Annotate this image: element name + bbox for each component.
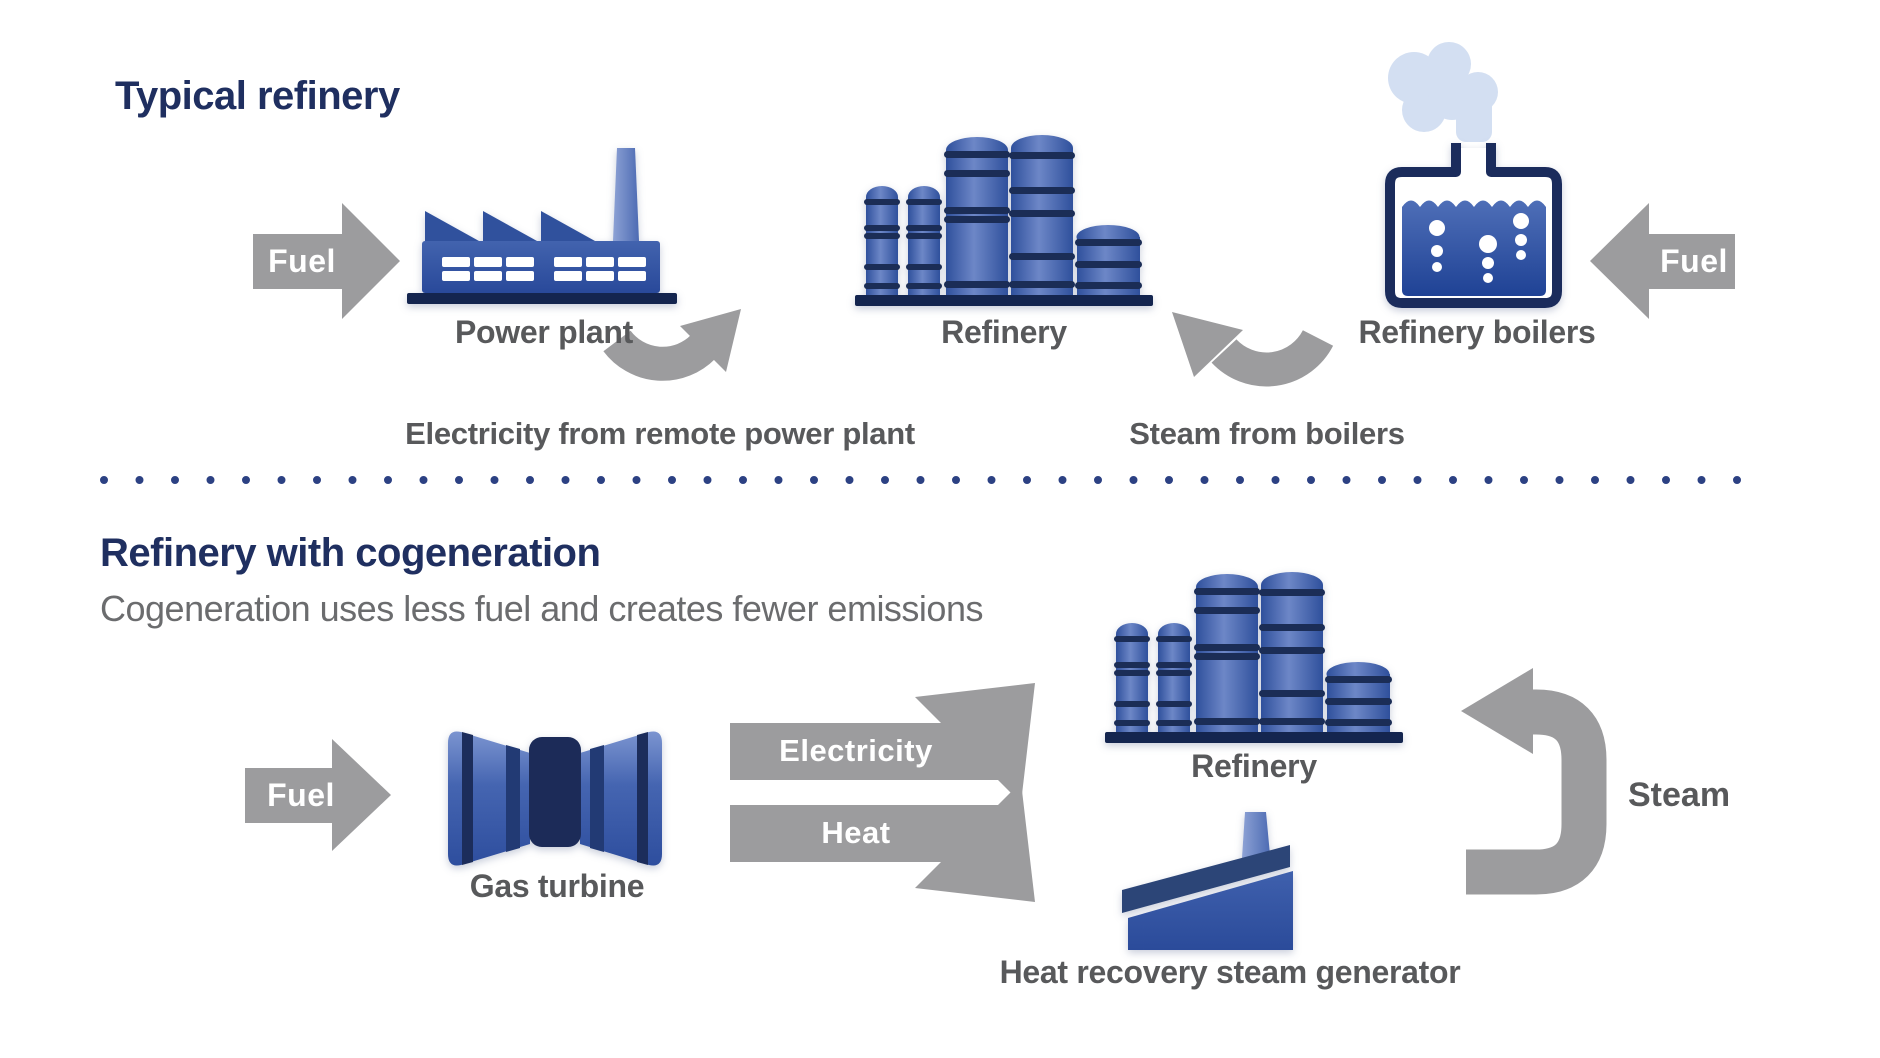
refinery-icon-top [855, 135, 1153, 306]
top-section-title: Typical refinery [115, 74, 400, 118]
refinery-label-bottom: Refinery [1191, 748, 1317, 784]
refinery-label-top: Refinery [941, 314, 1067, 350]
fuel-arrow-top-right [1590, 203, 1735, 319]
electricity-arrow [730, 683, 1035, 803]
power-plant-label: Power plant [454, 314, 634, 350]
steam-return-arrow [1461, 668, 1607, 895]
hrsg-icon [1122, 812, 1293, 950]
refinery-boilers-icon [1385, 143, 1562, 308]
heat-arrow [730, 782, 1035, 902]
power-plant-icon [407, 148, 677, 304]
fuel-label-bottom: Fuel [267, 777, 335, 813]
boiler-bubbles [1429, 213, 1529, 283]
steam-label: Steam [1628, 776, 1731, 814]
refinery-boilers-label: Refinery boilers [1358, 314, 1596, 350]
fuel-label-top-left: Fuel [268, 243, 336, 279]
refinery-icon-bottom [1105, 572, 1403, 743]
steam-flow-label: Steam from boilers [1129, 416, 1405, 451]
electricity-arrow-label: Electricity [779, 733, 933, 768]
heat-arrow-label: Heat [821, 815, 891, 850]
electricity-flow-label: Electricity from remote power plant [405, 416, 915, 451]
hrsg-label: Heat recovery steam generator [999, 954, 1461, 990]
fuel-arrow-bottom [245, 739, 391, 851]
fuel-label-top-right: Fuel [1660, 243, 1728, 279]
steam-curved-arrow [1172, 312, 1334, 387]
gas-turbine-icon [448, 731, 662, 866]
boiler-steam-cloud-icon [1388, 42, 1498, 142]
gas-turbine-label: Gas turbine [469, 868, 645, 904]
fuel-arrow-top-left [253, 203, 400, 319]
electricity-curved-arrow [603, 309, 741, 381]
bottom-section-subtitle: Cogeneration uses less fuel and creates … [100, 588, 983, 629]
bottom-section-title: Refinery with cogeneration [100, 531, 601, 575]
